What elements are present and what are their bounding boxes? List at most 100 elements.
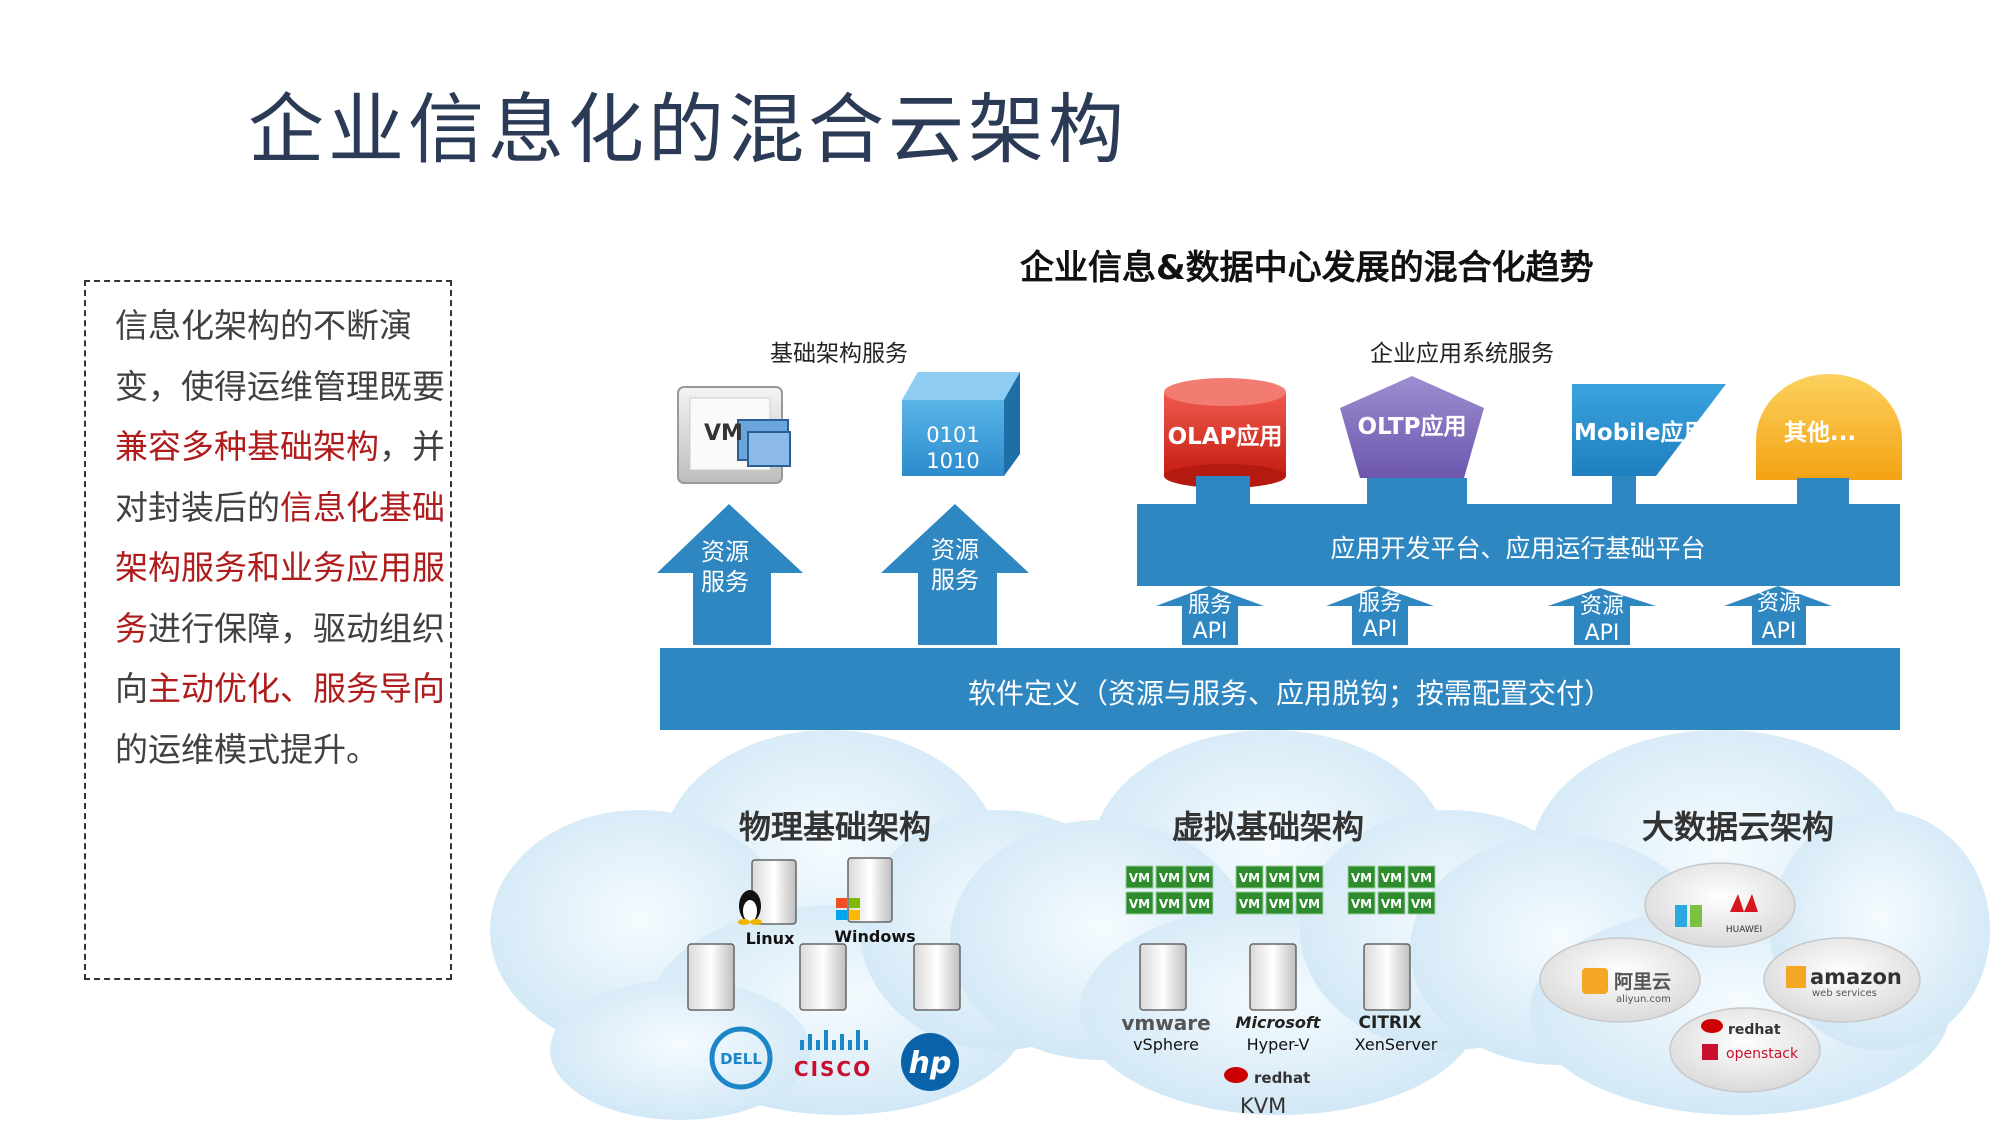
arrow-label: 服务 (701, 568, 749, 596)
vm-chip-icon (1185, 865, 1214, 889)
app-oltp-label: OLTP应用 (1358, 413, 1467, 440)
vendor-cisco-label: CISCO (794, 1057, 872, 1081)
vm-chip-icon (1235, 865, 1264, 889)
microsoft-brand: Microsoft (1236, 1013, 1322, 1032)
vm-chip-icon (1125, 891, 1154, 915)
vm-chip-icon (1155, 891, 1184, 915)
arrow-label: 资源 (1580, 594, 1624, 619)
physical-cloud-title: 物理基础架构 (739, 808, 931, 846)
vm-chip-icon (1377, 865, 1406, 889)
diagram-title: 企业信息&数据中心发展的混合化趋势 (1020, 248, 1594, 288)
provider-aliyun-domain: aliyun.com (1616, 994, 1671, 1005)
vm-chip-icon (1295, 891, 1324, 915)
resource-api-arrow-2: 资源 API (1724, 586, 1832, 645)
os-linux-label: Linux (746, 929, 795, 948)
kvm-brand: redhat (1254, 1069, 1310, 1087)
vm-chip-label: VM (1159, 897, 1180, 911)
vm-chip-icon (1407, 865, 1436, 889)
vm-chip-label: VM (1411, 897, 1432, 911)
service-api-arrow-1: 服务 API (1156, 586, 1264, 645)
provider-aws: web services (1812, 988, 1877, 999)
vmware-brand: vmware (1121, 1011, 1210, 1035)
cisco-logo-icon: CISCO (794, 1030, 872, 1081)
vm-chip-label: VM (1129, 897, 1150, 911)
vm-chip-label: VM (1239, 871, 1260, 885)
olap-cylinder-icon: OLAP应用 (1164, 378, 1286, 488)
platform-bar (1137, 504, 1900, 586)
arrow-label: 服务 (1358, 591, 1402, 616)
huawei-logo-icon: HUAWEI (1675, 894, 1762, 935)
vm-chip-icon (1185, 891, 1214, 915)
description-part: 信息化架构的不断演变，使得运维管理既要 (115, 306, 445, 406)
vendor-dell-label: DELL (720, 1050, 762, 1068)
vm-chip-label: VM (1411, 871, 1432, 885)
connector (1367, 478, 1467, 506)
provider-amazon: amazon (1810, 965, 1902, 989)
vm-chip-label: VM (1269, 871, 1290, 885)
citrix-brand: CITRIX (1359, 1013, 1422, 1033)
description-text: 信息化架构的不断演变，使得运维管理既要兼容多种基础架构，并对封装后的信息化基础架… (115, 296, 455, 780)
page-title: 企业信息化的混合云架构 (248, 85, 1128, 174)
vm-chip-label: VM (1351, 871, 1372, 885)
vm-chip-icon (1125, 865, 1154, 889)
arrow-label: API (1363, 617, 1398, 642)
vm-window-icon: VM (677, 386, 791, 484)
vm-chip-label: VM (1269, 897, 1290, 911)
app-olap-label: OLAP应用 (1168, 423, 1283, 450)
windows-logo-icon (836, 898, 860, 920)
vm-chip-icon (1265, 865, 1294, 889)
description-part: ，并对封装后的 (115, 427, 445, 527)
vm-chip-label: VM (1129, 871, 1150, 885)
arrow-label: API (1762, 619, 1797, 644)
description-highlight: 信息化基础架构服务和业务应用服务 (115, 487, 445, 648)
arrow-label: API (1585, 621, 1620, 646)
arrow-label: 服务 (931, 566, 979, 594)
other-app-icon: 其他... (1756, 374, 1902, 480)
arrow-label: 资源 (1757, 591, 1801, 616)
provider-huawei: HUAWEI (1726, 925, 1762, 935)
server-icon (687, 857, 961, 1011)
kvm-product: KVM (1240, 1094, 1286, 1118)
vm-chip-label: VM (1381, 897, 1402, 911)
vm-chip-icon (1347, 891, 1376, 915)
xenserver-product: XenServer (1355, 1035, 1438, 1054)
server-icon (1139, 943, 1411, 1011)
connector (1797, 478, 1849, 506)
app-other-label: 其他... (1784, 420, 1856, 446)
dell-logo-icon: DELL (709, 1026, 773, 1090)
arrow-label: 资源 (931, 536, 979, 564)
hp-logo-icon: hp (901, 1033, 959, 1091)
arrow-label: 服务 (1188, 593, 1232, 618)
vm-chip-label: VM (1351, 897, 1372, 911)
cube-bits-1: 0101 (926, 423, 979, 447)
redhat-openstack-logo-icon: redhat openstack (1701, 1019, 1799, 1062)
vmware-product: vSphere (1133, 1035, 1199, 1054)
vm-chip-icon (1347, 865, 1376, 889)
infra-service-caption: 基础架构服务 (770, 341, 908, 367)
platform-bar-label: 应用开发平台、应用运行基础平台 (1330, 534, 1705, 563)
vm-chip-icon (1155, 865, 1184, 889)
description-box (84, 280, 452, 980)
description-part: 的运维模式提升。 (115, 729, 379, 769)
vm-chip-icon (1265, 891, 1294, 915)
arrow-label: 资源 (701, 538, 749, 566)
software-defined-label: 软件定义（资源与服务、应用脱钩；按需配置交付） (968, 677, 1612, 710)
vm-chip-icon (1377, 891, 1406, 915)
linux-penguin-icon (738, 890, 762, 925)
vm-chip-label: VM (1239, 897, 1260, 911)
vm-chip-label: VM (1189, 871, 1210, 885)
software-defined-bar (660, 648, 1900, 730)
vm-chip-label: VM (1159, 871, 1180, 885)
vm-chip-icon (1295, 865, 1324, 889)
app-service-caption: 企业应用系统服务 (1370, 341, 1554, 367)
mobile-shape-icon: Mobile应用 (1572, 384, 1726, 476)
service-api-arrow-2: 服务 API (1326, 586, 1434, 645)
provider-openstack: openstack (1726, 1046, 1799, 1062)
amazon-logo-icon: amazon web services (1786, 965, 1902, 999)
vm-chip-label: VM (1189, 897, 1210, 911)
connector (1196, 476, 1250, 506)
redhat-logo-icon: redhat KVM (1224, 1067, 1310, 1118)
vm-chip-icon (1407, 891, 1436, 915)
description-part: 进行保障，驱动组织向 (115, 608, 445, 709)
